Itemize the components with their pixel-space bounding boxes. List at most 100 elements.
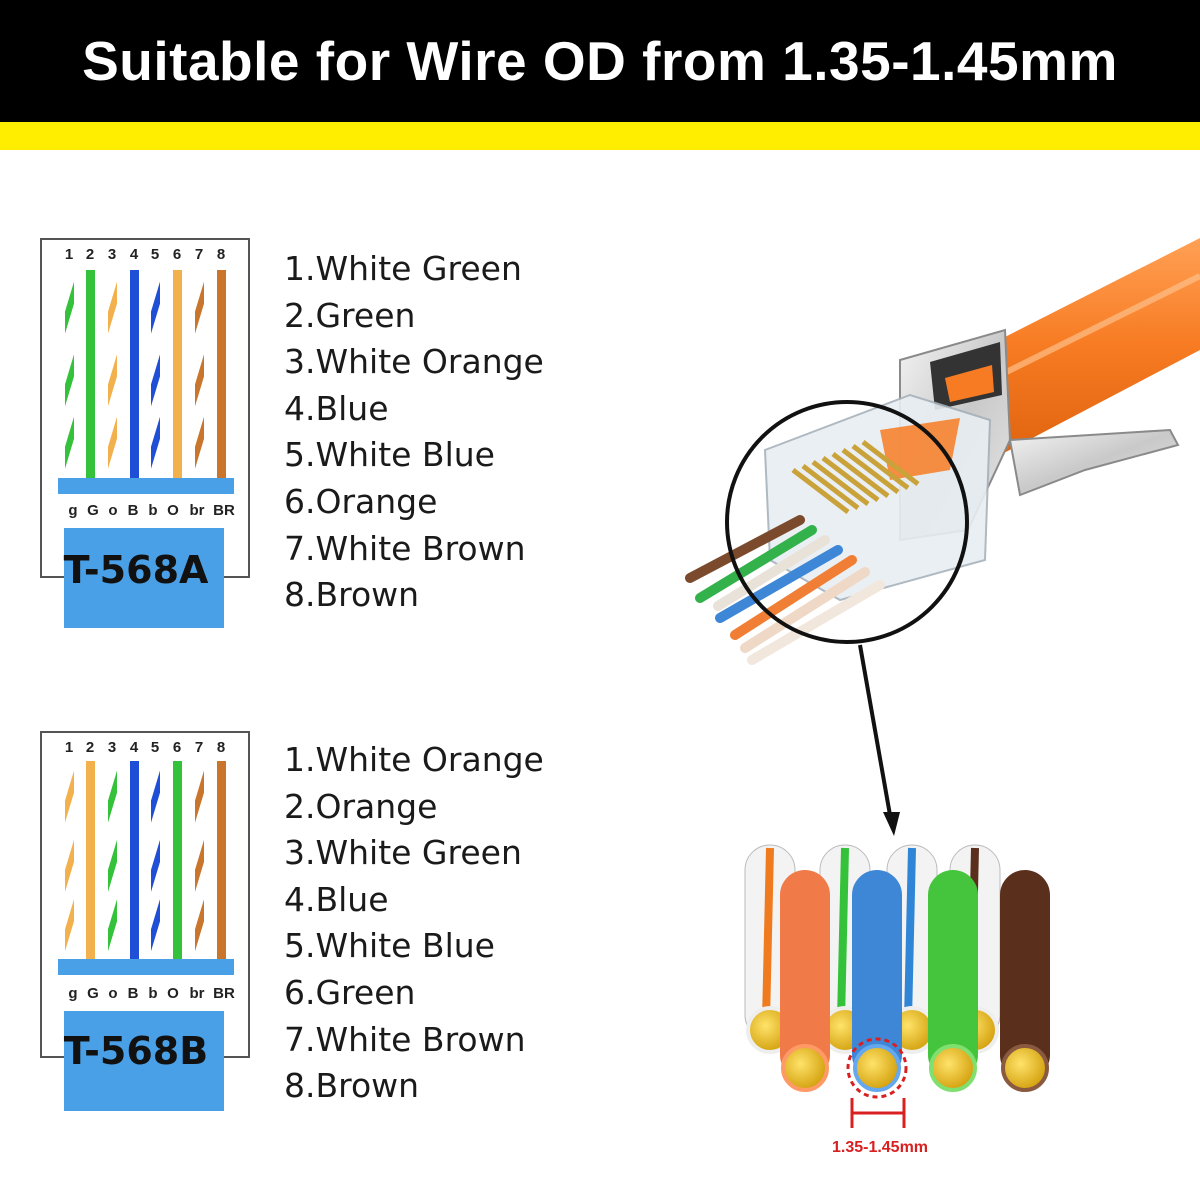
wire-cross-section <box>744 844 1050 1099</box>
pin-code: br <box>190 502 205 519</box>
pin-number: 4 <box>130 739 139 756</box>
wire-stripe <box>108 839 117 892</box>
pin-number: 7 <box>195 739 203 756</box>
title-banner: Suitable for Wire OD from 1.35-1.45mm <box>0 0 1200 122</box>
wire-stripe <box>151 899 160 952</box>
pin-code-row: g G o B b O br BR <box>68 502 235 519</box>
pin-number: 3 <box>108 739 116 756</box>
wire-stripe <box>151 839 160 892</box>
pin-number: 2 <box>86 246 94 263</box>
orange-cable <box>940 238 1200 455</box>
pin-number: 7 <box>195 246 203 263</box>
wire-stripe <box>65 281 74 334</box>
wire-list-item: 8.Brown <box>284 1066 420 1106</box>
wire-list-item: 2.Green <box>284 295 416 335</box>
pin-code: g <box>68 502 77 519</box>
wire-bars <box>65 761 226 959</box>
pointer-arrow-head <box>883 812 900 836</box>
wire-list-item: 7.White Brown <box>284 1019 526 1059</box>
wire-stripe <box>108 281 117 334</box>
pin-code: O <box>167 985 179 1002</box>
pin-number: 4 <box>130 246 139 263</box>
t568a-pinout-svg: 1 2 3 4 5 6 7 8 g G o B b O br BR T-568A <box>40 238 250 628</box>
wire-list-item: 8.Brown <box>284 575 420 615</box>
wire-stripe <box>195 770 204 823</box>
pin-code: O <box>167 502 179 519</box>
wire-stripe <box>65 899 74 952</box>
wire-list-item: 4.Blue <box>284 879 389 919</box>
yellow-stripe <box>0 122 1200 150</box>
diagram-frame <box>40 731 250 1058</box>
wire-list-item: 6.Orange <box>284 481 438 521</box>
wire-stripe <box>151 354 160 407</box>
wire-bar <box>173 761 182 959</box>
pin-number: 6 <box>173 246 181 263</box>
pin-code: G <box>87 502 99 519</box>
wire-stripe <box>65 416 74 469</box>
magnifier-circle <box>725 400 969 644</box>
wire-stripe <box>151 416 160 469</box>
wire-list-item: 2.Orange <box>284 786 438 826</box>
dimension-label: 1.35-1.45mm <box>832 1139 928 1156</box>
wire-stripe <box>151 770 160 823</box>
wire-list-item: 7.White Brown <box>284 528 526 568</box>
pin-code: BR <box>213 985 235 1002</box>
pin-code: B <box>128 502 139 519</box>
pin-number: 5 <box>151 739 159 756</box>
t568b-wire-list: 1.White Orange 2.Orange 3.White Green 4.… <box>284 737 544 1110</box>
wire-list-item: 6.Green <box>284 972 416 1012</box>
rj45-connector <box>763 328 1180 602</box>
t568b-pinout-diagram: 1 2 3 4 5 6 7 8 g G o B b O br BR T-568B <box>40 731 252 1127</box>
wire-bar <box>130 761 139 959</box>
banner-title: Suitable for Wire OD from 1.35-1.45mm <box>82 30 1118 92</box>
dimension-marker <box>850 1098 906 1128</box>
wire-stripe <box>108 354 117 407</box>
wire-list-item: 1.White Orange <box>284 740 544 779</box>
wire-stripe <box>108 416 117 469</box>
t568a-wire-list: 1.White Green 2.Green 3.White Orange 4.B… <box>284 246 544 619</box>
wire-list-item: 3.White Green <box>284 833 522 873</box>
wire-stripe <box>151 281 160 334</box>
wire-stripe <box>108 770 117 823</box>
wire-list-item: 1.White Green <box>284 249 522 288</box>
standard-label: T-568B <box>64 1029 208 1073</box>
pointer-arrow-line <box>858 644 892 816</box>
t568a-pinout-diagram: 1 2 3 4 5 6 7 8 g G o B b O br BR T-568A <box>40 238 252 634</box>
pin-number: 2 <box>86 739 94 756</box>
connector-tab <box>64 1011 224 1111</box>
pin-code: B <box>128 985 139 1002</box>
standard-label: T-568A <box>64 548 209 592</box>
wire-stripe <box>195 354 204 407</box>
pin-code: b <box>148 502 157 519</box>
wire-stripe <box>65 354 74 407</box>
pin-number: 8 <box>217 739 225 756</box>
pin-code: g <box>68 985 77 1002</box>
pin-number: 1 <box>65 246 73 263</box>
wire-bar <box>86 270 95 478</box>
wire-stripe <box>108 899 117 952</box>
wire-bar <box>86 761 95 959</box>
connector-tab <box>64 528 224 628</box>
wire-stripe <box>195 416 204 469</box>
wire-bar <box>130 270 139 478</box>
wire-list-item: 5.White Blue <box>284 435 495 475</box>
wire-bar <box>217 761 226 959</box>
pin-number: 8 <box>217 246 225 263</box>
pin-number-row: 1 2 3 4 5 6 7 8 <box>65 739 225 756</box>
wire-stripe <box>65 770 74 823</box>
pin-number-row: 1 2 3 4 5 6 7 8 <box>65 246 225 263</box>
pin-code: o <box>108 502 117 519</box>
wire-stripe <box>195 899 204 952</box>
pin-code: b <box>148 985 157 1002</box>
wire-stripe <box>195 281 204 334</box>
wire-bars <box>65 270 226 478</box>
pin-code: o <box>108 985 117 1002</box>
connector-band <box>58 959 234 975</box>
diagram-frame <box>40 238 250 578</box>
wire-list-item: 3.White Orange <box>284 342 544 382</box>
pin-number: 6 <box>173 739 181 756</box>
pin-code: G <box>87 985 99 1002</box>
wire-bar <box>217 270 226 478</box>
wire-bar <box>173 270 182 478</box>
pin-code-row: g G o B b O br BR <box>68 985 235 1002</box>
